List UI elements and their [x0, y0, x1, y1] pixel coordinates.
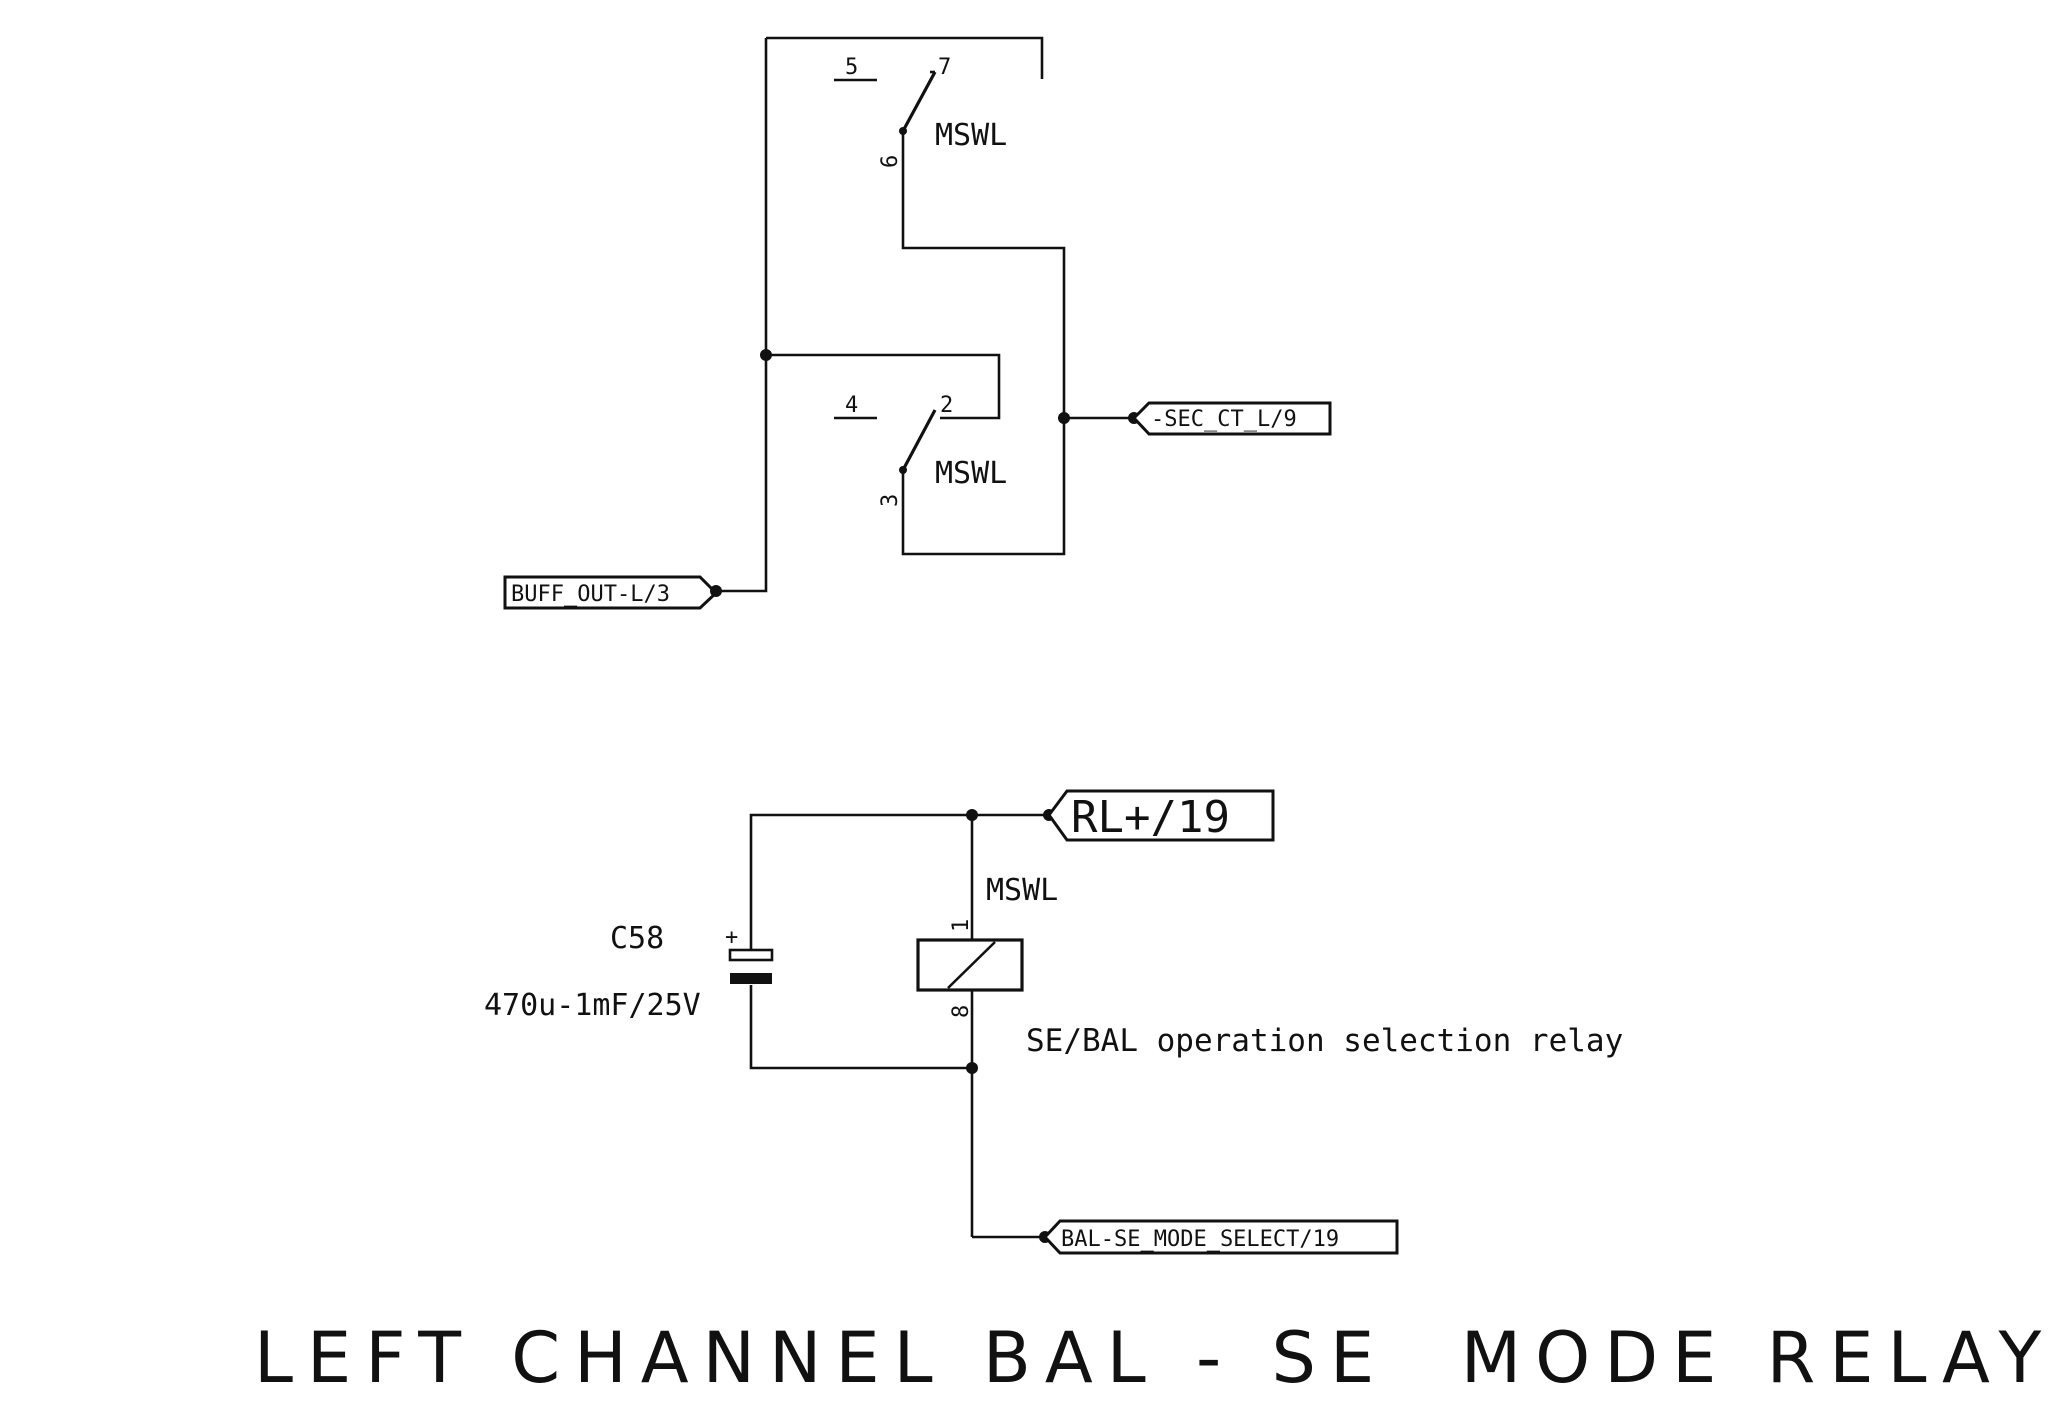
- bal-se-tag: [1042, 1219, 1399, 1255]
- relay-contact-mid: 4 2 3 MSWL: [760, 349, 1007, 507]
- wire-pin6: [901, 131, 1066, 556]
- relay-contact-top: 5 7 6 MSWL: [716, 36, 1066, 593]
- wire-cap-bottom: [749, 985, 972, 1070]
- pin-2-label: 2: [940, 393, 953, 418]
- relay-top-part-label: MSWL: [935, 118, 1007, 153]
- contact-pivot-mid: [899, 466, 907, 474]
- capacitor-ref: C58: [610, 921, 664, 956]
- buff-out-connector-dot: [710, 585, 722, 597]
- capacitor-value: 470u-1mF/25V: [484, 988, 701, 1023]
- coil-pin-8-label: 8: [949, 1005, 974, 1018]
- wire-trunk: [716, 38, 768, 593]
- pin-6-label: 6: [878, 155, 903, 168]
- bal-se-text: BAL-SE_MODE_SELECT/19: [1061, 1227, 1339, 1252]
- pin-4-label: 4: [845, 393, 858, 418]
- relay-mid-part-label: MSWL: [935, 456, 1007, 491]
- pin-7-label: 7: [938, 55, 951, 80]
- net-sec-ct: -SEC_CT_L/9: [1058, 401, 1332, 436]
- relay-coil-diagonal: [947, 941, 996, 989]
- relay-coil-box: [916, 938, 1024, 992]
- wire-junction-loop: [766, 353, 1001, 420]
- wire-rl-top: [749, 813, 1049, 950]
- junction-dot-right: [1058, 412, 1070, 424]
- sec-ct-tag: [1131, 401, 1332, 436]
- contact-arm-mid: [901, 409, 937, 471]
- pin-5-label: 5: [845, 55, 858, 80]
- contact-arm-top: [901, 71, 937, 132]
- junction-bottom: [966, 1062, 978, 1074]
- capacitor-plus-plate: [728, 948, 774, 962]
- buff-out-tag: [503, 575, 719, 610]
- rl-plus-tag: [1047, 789, 1275, 842]
- capacitor-polarity: +: [725, 925, 738, 950]
- net-buff-out: BUFF_OUT-L/3: [503, 575, 722, 610]
- buff-out-text: BUFF_OUT-L/3: [511, 582, 670, 607]
- rl-plus-text: RL+/19: [1071, 792, 1230, 843]
- coil-circuit: RL+/19 MSWL 1 8 SE/BAL operation selecti…: [484, 789, 1623, 1255]
- capacitor-minus-plate: [730, 973, 772, 984]
- coil-pin-1-label: 1: [949, 919, 974, 932]
- coil-description: SE/BAL operation selection relay: [1026, 1023, 1623, 1059]
- junction-dot-left: [760, 349, 772, 361]
- page-title: LEFT CHANNEL BAL - SE MODE RELAY: [254, 1317, 2048, 1399]
- coil-part-label: MSWL: [986, 873, 1058, 908]
- sec-ct-text: -SEC_CT_L/9: [1151, 407, 1297, 432]
- wire-top-loop: [766, 36, 1044, 79]
- pin-3-label: 3: [878, 494, 903, 507]
